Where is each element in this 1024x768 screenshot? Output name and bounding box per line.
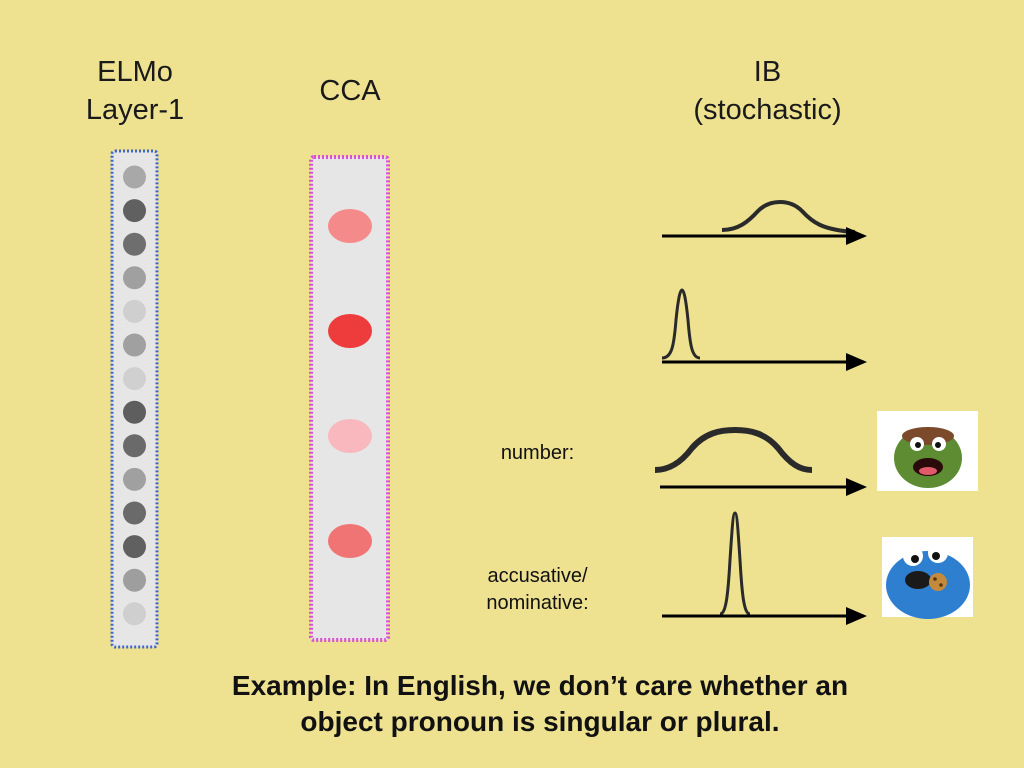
elmo-unit <box>123 468 146 491</box>
ib-dimension-2 <box>662 290 864 362</box>
elmo-unit <box>123 166 146 189</box>
elmo-unit <box>123 401 146 424</box>
elmo-unit <box>123 535 146 558</box>
elmo-unit <box>123 199 146 222</box>
elmo-unit <box>123 334 146 357</box>
ib-dimension-1 <box>662 202 864 236</box>
elmo-unit <box>123 300 146 323</box>
elmo-unit <box>123 502 146 525</box>
elmo-layer-column <box>112 151 157 647</box>
cca-unit <box>328 524 372 558</box>
elmo-unit <box>123 569 146 592</box>
cca-unit <box>328 419 372 453</box>
ib-dimension-4 <box>662 513 864 616</box>
narrow-distribution-curve <box>662 290 700 358</box>
ib-label-number-line1: number: <box>470 440 605 467</box>
ib-label-case: accusative/ nominative: <box>455 563 620 617</box>
elmo-unit <box>123 434 146 457</box>
elmo-unit <box>123 367 146 390</box>
wide-distribution-curve <box>655 430 812 470</box>
wide-distribution-curve <box>722 202 855 232</box>
cca-unit <box>328 209 372 243</box>
narrow-distribution-curve <box>720 513 750 614</box>
ib-label-case-line1: accusative/ <box>455 563 620 590</box>
ib-dimension-3 <box>655 430 864 487</box>
cca-column <box>311 157 388 640</box>
caption-line1: Example: In English, we don’t care wheth… <box>150 668 930 704</box>
caption-line2: object pronoun is singular or plural. <box>150 704 930 740</box>
elmo-unit <box>123 602 146 625</box>
cca-unit <box>328 314 372 348</box>
ib-label-case-line2: nominative: <box>455 590 620 617</box>
grouch-face-icon <box>877 411 978 491</box>
elmo-unit <box>123 233 146 256</box>
cookie-monster-icon <box>882 537 973 619</box>
elmo-unit <box>123 266 146 289</box>
example-caption: Example: In English, we don’t care wheth… <box>150 668 930 740</box>
ib-label-number: number: <box>470 440 605 467</box>
